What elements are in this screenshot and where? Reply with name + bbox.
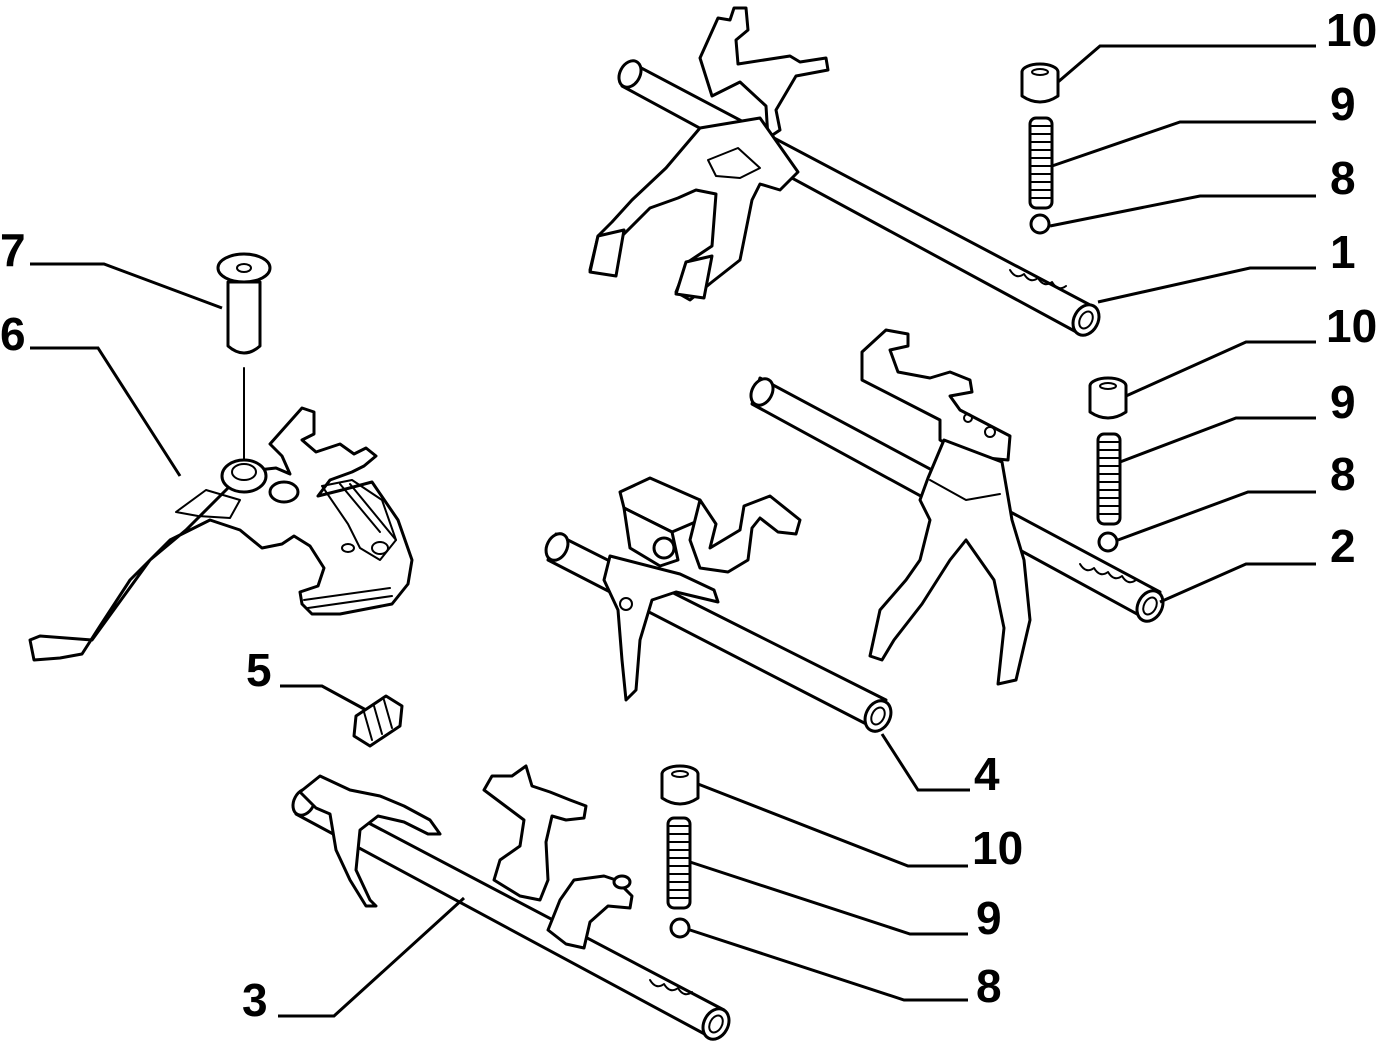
callout-9-top: 9 [1330, 78, 1356, 130]
callout-8-bottom: 8 [976, 960, 1002, 1012]
callout-6: 6 [0, 308, 26, 360]
spring-9-bottom [666, 816, 692, 910]
leader-9b [1119, 416, 1316, 464]
leader-1 [1097, 266, 1316, 304]
callout-5: 5 [246, 644, 272, 696]
leader-3 [278, 896, 466, 1018]
callout-9-bottom: 9 [976, 892, 1002, 944]
selector-lever-6 [28, 406, 414, 662]
shift-rod-4 [544, 476, 893, 733]
callout-8-middle: 8 [1330, 448, 1356, 500]
shift-rod-3 [291, 764, 731, 1041]
shift-rod-1 [588, 6, 1101, 337]
callout-8-top: 8 [1330, 152, 1356, 204]
leader-6 [30, 346, 182, 477]
spring-9-top [1028, 116, 1054, 210]
callout-4: 4 [974, 748, 1000, 800]
plug-10-middle [1088, 376, 1128, 420]
leader-8b [1117, 490, 1316, 542]
leader-10b [1125, 340, 1316, 398]
leader-9c [689, 860, 968, 936]
leader-lines [30, 44, 1316, 1018]
leader-4 [880, 733, 970, 792]
callout-labels: 10 9 8 1 10 9 8 2 7 6 5 4 10 9 8 3 [0, 4, 1377, 1026]
leader-10a [1057, 44, 1316, 84]
spring-9-middle [1096, 432, 1122, 526]
callout-1: 1 [1330, 226, 1356, 278]
callout-10-bottom: 10 [972, 822, 1023, 874]
roller-pin-5 [352, 694, 404, 748]
leader-8c [689, 928, 968, 1002]
plug-10-bottom [660, 764, 700, 806]
leader-5 [280, 684, 367, 712]
callout-10-top: 10 [1326, 4, 1377, 56]
plug-10-top [1020, 62, 1060, 104]
ball-8-bottom [669, 917, 691, 939]
ball-8-top [1029, 213, 1051, 235]
pin-7 [216, 252, 272, 461]
callout-2: 2 [1330, 520, 1356, 572]
leader-8a [1049, 194, 1316, 228]
callout-7: 7 [0, 224, 26, 276]
callout-3: 3 [242, 974, 268, 1026]
shift-rod-2 [749, 328, 1165, 686]
callout-10-middle: 10 [1326, 300, 1377, 352]
leader-10c [697, 782, 968, 868]
leader-2 [1159, 562, 1316, 604]
leader-9a [1051, 120, 1316, 168]
callout-9-middle: 9 [1330, 376, 1356, 428]
leader-7 [30, 262, 223, 310]
ball-8-middle [1097, 531, 1119, 553]
